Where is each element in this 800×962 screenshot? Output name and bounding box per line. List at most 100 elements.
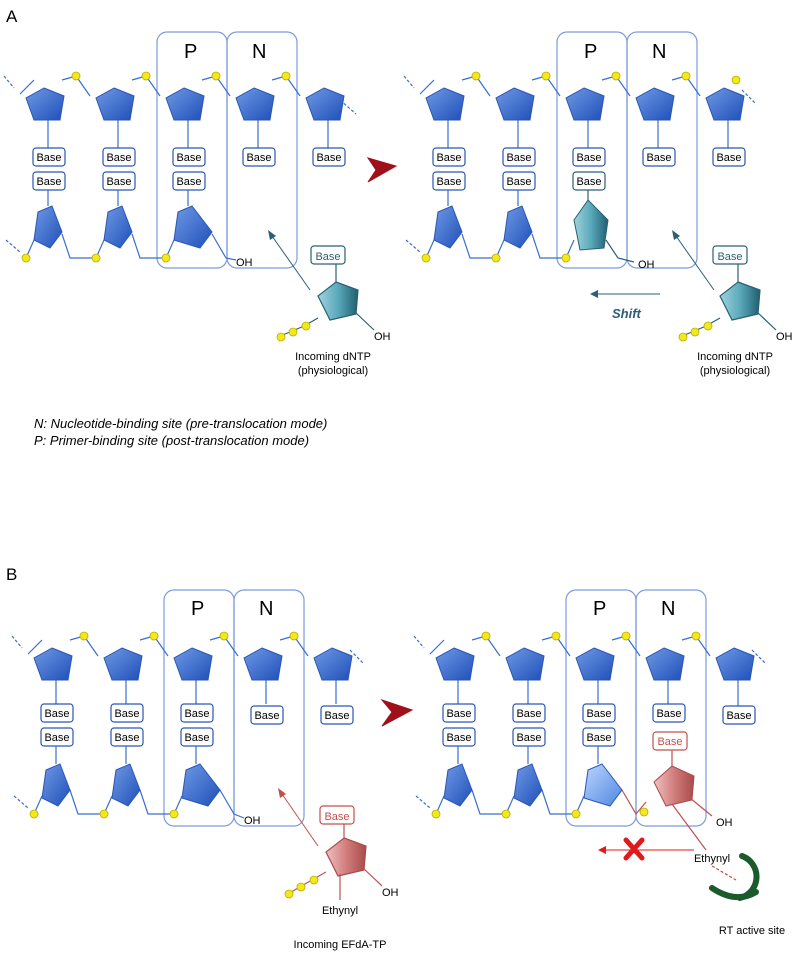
site-legend: N: Nucleotide-binding site (pre-transloc… — [34, 416, 327, 448]
template-phosphates — [71, 71, 291, 81]
sugar-pentagon — [111, 763, 141, 807]
arrow-head — [598, 846, 606, 854]
primer-backbone — [13, 746, 245, 819]
sugar-pentagon — [575, 647, 615, 681]
panel-b-letter: B — [6, 565, 17, 584]
n-site-box — [233, 589, 305, 827]
oh-label: OH — [382, 887, 399, 899]
primer-phosphates — [29, 809, 179, 819]
panel-a-letter: A — [6, 7, 18, 26]
legend-p: P: Primer-binding site (post-translocati… — [34, 433, 309, 448]
base-label: Base — [446, 732, 471, 744]
sugar-pentagon — [173, 205, 213, 249]
phosphate — [431, 809, 441, 819]
incoming-efda-label: Incoming EFdA-TP — [294, 939, 387, 951]
phosphate — [703, 321, 713, 331]
template-bases: Base Base Base Base Base — [442, 703, 756, 725]
sugar-pentagon — [25, 87, 65, 121]
phosphate — [611, 71, 621, 81]
base-label: Base — [106, 176, 131, 188]
phosphate — [621, 631, 631, 641]
phosphate — [639, 807, 649, 817]
template-bases: Base Base Base Base Base — [40, 703, 354, 725]
phosphate — [169, 809, 179, 819]
panel-b-right-diagram: P N — [413, 589, 785, 937]
sugar-pentagon — [503, 205, 533, 249]
sugar-pentagon — [433, 205, 463, 249]
sugar-pentagon — [317, 281, 359, 321]
phosphate — [29, 809, 39, 819]
primer-bases: Base Base Base Base — [442, 727, 688, 751]
phosphate — [571, 809, 581, 819]
base-label: Base — [516, 708, 541, 720]
incorporated-sugar-pentagon — [573, 199, 609, 251]
oh-label: OH — [716, 817, 733, 829]
phosphate — [309, 875, 319, 885]
base-label: Base — [324, 811, 349, 823]
sugar-pentagon — [41, 763, 71, 807]
sugar-pentagon — [425, 87, 465, 121]
phosphate — [289, 631, 299, 641]
phosphate — [284, 889, 294, 899]
base-label: Base — [36, 152, 61, 164]
incoming-dntp: Base OH Incoming dNTP (physiological) — [268, 230, 391, 377]
n-site-box — [226, 31, 298, 269]
sugar-pentagon — [505, 647, 545, 681]
n-site-label: N — [661, 598, 675, 620]
sugar-pentagon — [305, 87, 345, 121]
n-site-box — [626, 31, 698, 269]
p-site-label: P — [191, 598, 204, 620]
template-sugars — [25, 87, 345, 121]
base-label: Base — [726, 710, 751, 722]
primer-bases: Base Base Base — [32, 171, 206, 191]
primer-phosphates — [431, 807, 649, 819]
incoming-dntp-label: Incoming dNTP — [295, 351, 371, 363]
base-label: Base — [506, 152, 531, 164]
oh-label: OH — [776, 331, 793, 343]
base-label: Base — [324, 710, 349, 722]
incoming-efda-tp: Base OH Ethynyl Incoming EFdA-TP — [278, 788, 399, 951]
sugar-pentagon — [173, 647, 213, 681]
base-label: Base — [717, 251, 742, 263]
arrow-head — [590, 290, 598, 298]
sugar-pentagon — [325, 837, 367, 877]
shift-indicator: Shift — [590, 290, 660, 321]
sugar-pentagon — [565, 87, 605, 121]
oh-bond — [689, 797, 713, 817]
rt-active-site: RT active site — [709, 853, 785, 937]
phosphate — [91, 253, 101, 263]
base-label: Base — [176, 176, 201, 188]
arrow-head — [278, 788, 286, 798]
n-site-label: N — [652, 41, 666, 63]
sugar-pentagon — [645, 647, 685, 681]
template-sugars — [425, 87, 745, 121]
base-label: Base — [315, 251, 340, 263]
base-label: Base — [656, 708, 681, 720]
chevron-arrow-icon — [366, 157, 398, 183]
sugar-pentagon — [495, 87, 535, 121]
phosphate — [149, 631, 159, 641]
base-label: Base — [36, 176, 61, 188]
phosphate — [471, 71, 481, 81]
base-label: Base — [246, 152, 271, 164]
primer-sugars — [433, 199, 609, 251]
base-label: Base — [184, 732, 209, 744]
ethynyl-label: Ethynyl — [322, 905, 358, 917]
phosphate — [491, 253, 501, 263]
primer-sugars — [33, 205, 213, 249]
primer-sugars — [41, 763, 221, 807]
template-phosphates — [79, 631, 299, 641]
sugar-pentagon — [33, 647, 73, 681]
base-label: Base — [184, 708, 209, 720]
base-label: Base — [316, 152, 341, 164]
base-label: Base — [114, 708, 139, 720]
base-label: Base — [176, 152, 201, 164]
phosphate — [421, 253, 431, 263]
panel-a-right-diagram: P N — [403, 31, 793, 377]
n-site-box — [635, 589, 707, 827]
template-bases: Base Base Base Base Base — [32, 147, 346, 167]
primer-backbone — [405, 190, 635, 263]
blocked-translocation — [598, 837, 694, 861]
incoming-dntp: Base OH Incoming dNTP (physiological) — [672, 230, 793, 377]
